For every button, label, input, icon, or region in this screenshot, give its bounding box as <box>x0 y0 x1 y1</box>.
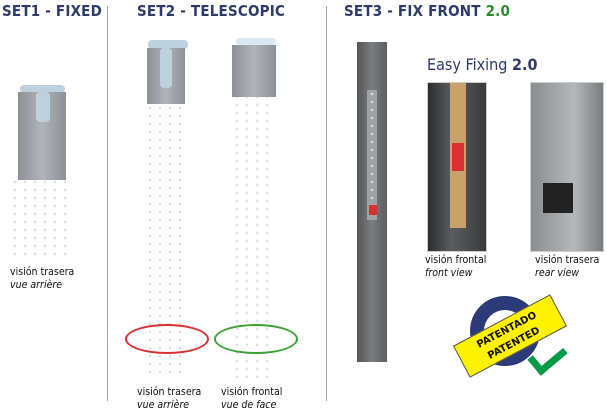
caption-en: front view <box>425 267 473 279</box>
set3-slot-strip <box>367 90 377 220</box>
set2-title: SET2 - TELESCOPIC <box>137 2 286 20</box>
bracket-shadow <box>543 183 573 213</box>
caption-es: visión trasera <box>10 266 75 278</box>
set2-front-rail <box>232 45 276 378</box>
caption-fr: vue arrière <box>137 399 190 411</box>
bracket-tee <box>148 40 188 49</box>
divider <box>326 6 327 401</box>
caption-es: visión trasera <box>137 386 202 398</box>
rear-view-photo <box>530 82 604 252</box>
easy-fixing-title: Easy Fixing 2.0 <box>427 55 537 74</box>
caption-es: visión frontal <box>221 386 283 398</box>
set1-title: SET1 - FIXED <box>2 2 103 20</box>
easy-fixing-version: 2.0 <box>511 55 538 74</box>
bracket-tee <box>236 38 276 45</box>
caption-es: visión frontal <box>425 254 487 266</box>
bracket-tee <box>20 85 65 93</box>
caption-fr: vue de face <box>221 399 277 411</box>
red-fixing <box>452 143 464 171</box>
red-fixing <box>369 205 377 215</box>
easy-fixing-text: Easy Fixing <box>427 55 508 74</box>
set3-title-version: 2.0 <box>485 2 511 20</box>
caption-fr: vue arrière <box>10 279 63 291</box>
set1-rail <box>10 178 68 260</box>
highlight-green-ellipse <box>214 324 298 354</box>
set3-title: SET3 - FIX FRONT 2.0 <box>344 2 510 20</box>
front-view-photo <box>427 82 487 252</box>
set3-title-text: SET3 - FIX FRONT <box>344 2 481 20</box>
bracket-tee <box>36 92 50 122</box>
caption-en: rear view <box>535 267 580 279</box>
set2-front-bracket <box>232 45 276 97</box>
bracket-tee <box>160 48 172 88</box>
highlight-red-ellipse <box>125 324 209 354</box>
caption-es: visión trasera <box>535 254 600 266</box>
divider <box>107 6 108 401</box>
